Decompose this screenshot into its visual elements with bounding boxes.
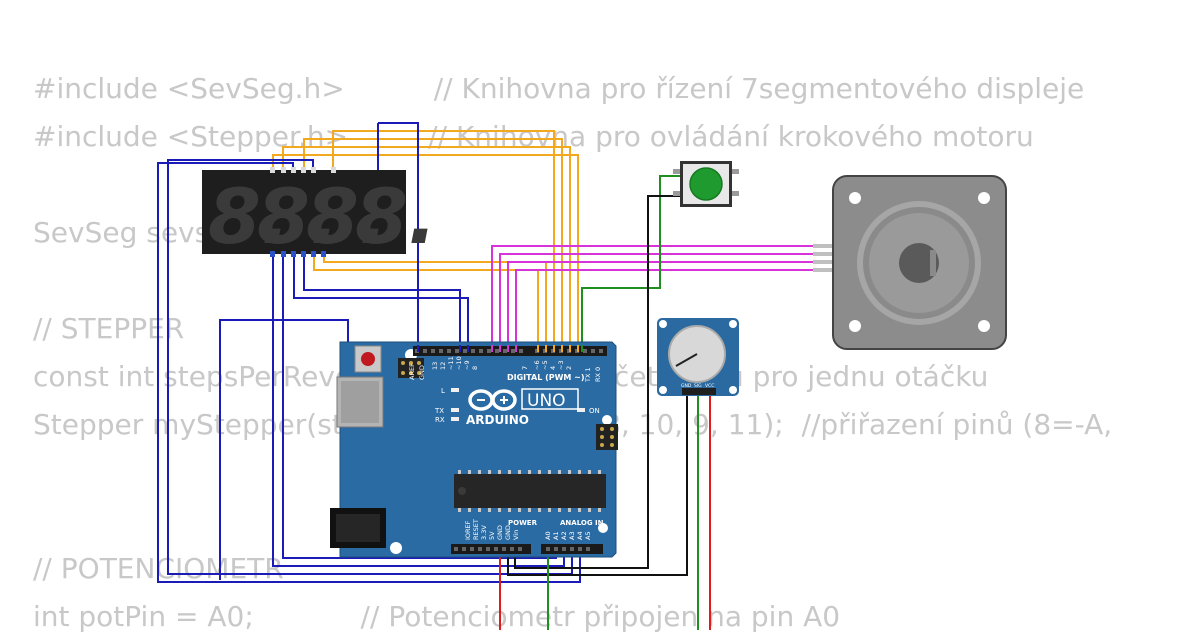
pin-label: ~11 <box>447 356 455 370</box>
wire <box>219 319 349 580</box>
pin-label: RX 0 <box>594 367 602 382</box>
analog-header-label: ANALOG IN <box>560 519 604 527</box>
pin-label: 7 <box>521 366 529 370</box>
stepper-motor <box>813 175 1007 350</box>
wire <box>499 253 815 345</box>
wire <box>378 122 419 345</box>
pin-label: A5 <box>584 531 592 540</box>
pin-label: A0 <box>544 531 552 540</box>
wires-button <box>581 175 685 345</box>
wire-ground <box>507 394 688 576</box>
power-header <box>451 544 531 554</box>
wire <box>581 175 685 345</box>
wire <box>303 253 461 345</box>
pin-label: 4 <box>549 366 557 370</box>
microcontroller-chip <box>454 470 606 512</box>
code-line: // POTENCIOMETR <box>33 552 284 585</box>
wires-stepper <box>491 245 815 345</box>
arduino-logo-icon <box>468 389 517 411</box>
seven-segment-display: 8. 8. 8. 8. <box>202 167 437 261</box>
code-line: #include <SevSeg.h> // Knihovna pro říze… <box>33 72 1085 105</box>
pin-label: A4 <box>576 531 584 540</box>
led <box>451 417 459 421</box>
pot-pin-label: GND <box>681 383 692 389</box>
code-line: #include <Stepper.h> // Knihovna pro ovl… <box>33 120 1034 153</box>
push-button[interactable] <box>673 161 739 207</box>
pin-label: ~9 <box>463 360 471 370</box>
wire <box>303 138 563 345</box>
pin-label: AREF <box>408 363 416 380</box>
led <box>451 408 459 412</box>
mounting-hole <box>598 523 608 533</box>
wires-power <box>499 195 711 630</box>
pin-label: GND <box>504 525 512 540</box>
pot-pin-label: SIG <box>694 383 702 389</box>
wires-display-digits <box>157 122 581 583</box>
wire-ground <box>514 195 685 569</box>
pin-label: ~10 <box>455 356 463 370</box>
icsp-header <box>596 424 618 450</box>
wire <box>167 159 573 575</box>
potentiometer[interactable]: GND SIG VCC <box>657 318 739 396</box>
led-label: ON <box>589 407 600 415</box>
button-cap[interactable] <box>689 167 723 201</box>
wire <box>332 130 555 345</box>
led-label: L <box>441 387 445 395</box>
led-label: RX <box>435 416 445 424</box>
arduino-model: UNO <box>527 391 566 411</box>
wire <box>515 269 815 345</box>
mounting-hole <box>390 542 402 554</box>
pin-label: ~5 <box>541 360 549 370</box>
arduino-brand: ARDUINO <box>466 413 529 427</box>
code-line: int potPin = A0; // Potenciometr připoje… <box>33 600 841 633</box>
mounting-hole <box>602 415 612 425</box>
wire <box>293 253 469 345</box>
pin-label: ~3 <box>557 360 565 370</box>
pin-label: GND <box>496 525 504 540</box>
pin-label: Vin <box>512 530 520 540</box>
power-header-label: POWER <box>508 519 538 527</box>
pin-label: 5V <box>488 531 496 540</box>
pin-label: A2 <box>560 531 568 540</box>
pin-label: 13 <box>431 362 439 370</box>
digital-header <box>413 346 607 356</box>
display-digit: 8. <box>306 172 388 261</box>
wire <box>507 261 815 345</box>
pin-label: 12 <box>439 362 447 370</box>
led <box>577 408 585 412</box>
pin-label: ~6 <box>533 360 541 370</box>
pin-label: RESET <box>472 519 480 540</box>
wire <box>323 253 547 345</box>
pin-label: A3 <box>568 531 576 540</box>
pin-label: 2 <box>565 366 573 370</box>
display-digit: 8. <box>355 172 437 261</box>
pot-pin-label: VCC <box>705 383 714 389</box>
led-label: TX <box>434 407 444 415</box>
wire <box>313 253 539 345</box>
reset-button[interactable] <box>354 345 382 373</box>
pin-label: TX 1 <box>584 367 592 383</box>
wire <box>157 162 581 583</box>
pin-label: 8 <box>471 366 479 370</box>
code-line: // STEPPER <box>33 312 185 345</box>
wire <box>491 245 815 345</box>
pin-label: GND <box>418 365 426 380</box>
pin-label: 3.3V <box>480 525 488 540</box>
display-digit: 8. <box>208 172 290 261</box>
display-digit: 8. <box>257 172 339 261</box>
pin-label: A1 <box>552 531 560 540</box>
led <box>451 388 459 392</box>
pin-label: IOREF <box>464 520 472 540</box>
digital-header-label: DIGITAL (PWM ~) <box>507 373 585 382</box>
arduino-uno-board: AREF GND 13 12 ~11 ~10 ~9 8 7 ~6 ~5 4 ~3… <box>330 341 618 558</box>
